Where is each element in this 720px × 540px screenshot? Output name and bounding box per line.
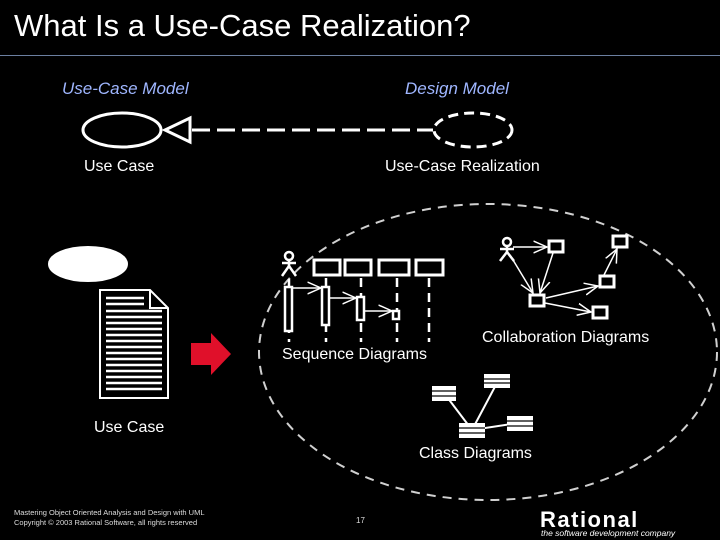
collaboration-diagram-icon	[499, 234, 629, 320]
rational-tagline: the software development company	[541, 528, 676, 538]
footer-copyright-line: Copyright © 2003 Rational Software, all …	[14, 518, 198, 527]
design-model-heading: Design Model	[405, 79, 509, 98]
title-divider	[0, 55, 720, 56]
use-case-lower-label: Use Case	[94, 419, 165, 436]
use-case-label: Use Case	[84, 158, 155, 175]
actor-icon	[280, 250, 298, 277]
use-case-ellipse-lower	[48, 246, 128, 282]
realization-boundary	[258, 203, 718, 501]
use-case-document-icon	[99, 289, 169, 399]
rational-logo: Rational	[540, 508, 639, 532]
use-case-realization-label: Use-Case Realization	[385, 158, 540, 175]
realization-arrowhead	[161, 115, 192, 145]
collaboration-diagrams-label: Collaboration Diagrams	[482, 329, 650, 346]
sequence-diagrams-label: Sequence Diagrams	[282, 346, 427, 363]
use-case-model-heading: Use-Case Model	[62, 79, 189, 98]
class-diagram-icon	[432, 374, 533, 438]
footer-copyright: Mastering Object Oriented Analysis and D…	[14, 508, 205, 528]
sequence-diagram-icon	[280, 250, 445, 342]
class-diagrams-label: Class Diagrams	[419, 445, 532, 462]
page-number: 17	[356, 516, 365, 525]
rational-logo-text: Rational	[540, 508, 639, 532]
slide-title: What Is a Use-Case Realization?	[14, 8, 471, 43]
red-arrow-icon	[191, 333, 231, 375]
use-case-realization-ellipse	[432, 111, 514, 149]
use-case-ellipse	[81, 111, 163, 149]
footer-course-title: Mastering Object Oriented Analysis and D…	[14, 508, 205, 517]
